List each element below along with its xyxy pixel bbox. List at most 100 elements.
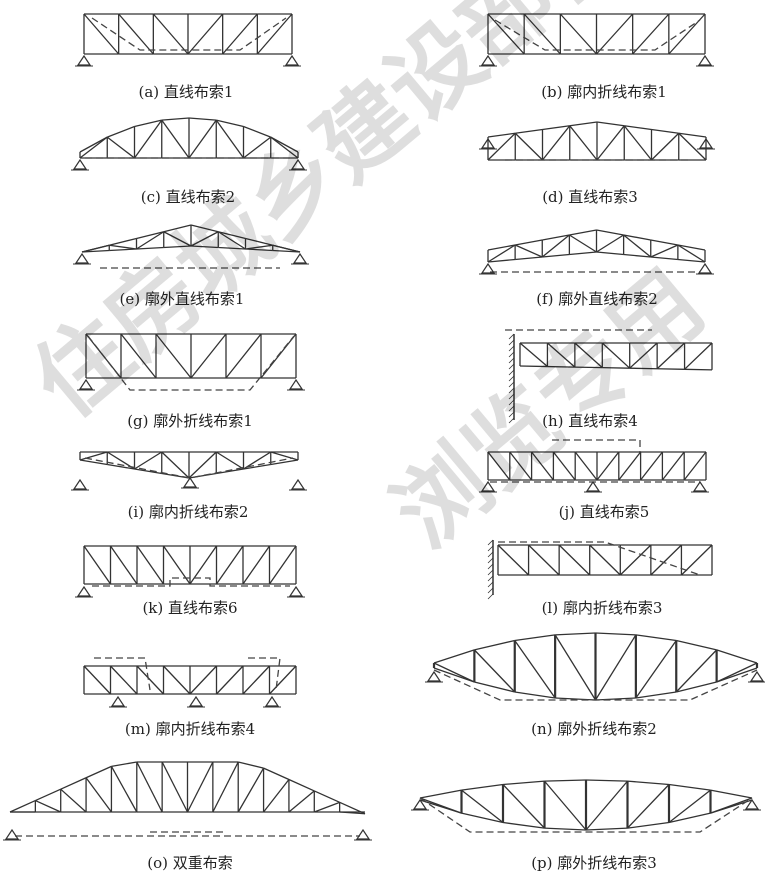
diagonal-member bbox=[574, 342, 603, 369]
diagonal-member bbox=[618, 451, 642, 481]
diagonal-member bbox=[245, 244, 273, 250]
top-chord bbox=[635, 634, 677, 642]
support-triangle bbox=[78, 378, 94, 390]
top-chord bbox=[515, 239, 543, 246]
diagonal-member bbox=[242, 545, 271, 585]
top-chord bbox=[651, 128, 679, 134]
support-triangle bbox=[480, 137, 496, 149]
bottom-chord bbox=[502, 821, 545, 829]
panel-caption-k: (k) 直线布索6 bbox=[142, 599, 237, 617]
bottom-chord bbox=[574, 366, 603, 369]
diagonal-member bbox=[677, 244, 706, 263]
diagonal-member bbox=[109, 244, 137, 250]
top-chord bbox=[461, 783, 504, 791]
diagonal-member bbox=[528, 544, 560, 576]
diagonal-member bbox=[596, 125, 625, 161]
diagonal-member bbox=[502, 784, 545, 829]
top-chord bbox=[190, 224, 219, 233]
support-triangle bbox=[744, 798, 760, 810]
top-chord bbox=[668, 783, 711, 791]
bottom-chord bbox=[635, 691, 677, 699]
wall-hatch bbox=[508, 351, 515, 358]
diagonal-member bbox=[635, 640, 677, 699]
diagonal-member bbox=[85, 777, 112, 813]
wall-hatch bbox=[508, 333, 515, 340]
support-triangle bbox=[284, 54, 300, 66]
bottom-chord bbox=[216, 468, 244, 475]
diagonal-member bbox=[594, 634, 637, 701]
support-triangle bbox=[480, 480, 496, 492]
wall-hatch bbox=[508, 375, 515, 382]
bottom-chord bbox=[136, 246, 164, 250]
diagonal-member bbox=[629, 342, 658, 369]
bottom-chord bbox=[627, 821, 670, 829]
support-triangle bbox=[188, 695, 204, 707]
diagonal-member bbox=[81, 244, 110, 253]
diagonal-member bbox=[190, 333, 227, 379]
diagonal-member bbox=[186, 761, 214, 813]
diagonal-member bbox=[589, 544, 621, 576]
diagonal-member bbox=[35, 799, 61, 813]
top-chord bbox=[596, 229, 624, 236]
diagonal-member bbox=[152, 13, 189, 55]
diagonal-member bbox=[60, 788, 87, 813]
diagonal-member bbox=[559, 13, 597, 55]
top-chord bbox=[79, 136, 108, 153]
panel-caption-g: (g) 廓外折线布索1 bbox=[127, 412, 253, 430]
panel-caption-d: (d) 直线布索3 bbox=[542, 188, 638, 206]
prestress-cable bbox=[494, 19, 701, 51]
wall-hatch bbox=[487, 551, 494, 558]
top-chord bbox=[514, 634, 556, 642]
wall-hatch bbox=[487, 569, 494, 576]
diagonal-member bbox=[544, 780, 587, 831]
bottom-chord bbox=[602, 366, 630, 369]
wall-hatch bbox=[508, 369, 515, 376]
diagonal-member bbox=[270, 136, 299, 159]
top-chord bbox=[487, 244, 516, 251]
diagonal-member bbox=[656, 342, 686, 370]
diagonal-member bbox=[314, 801, 340, 813]
support-triangle bbox=[412, 798, 428, 810]
diagonal-member bbox=[339, 811, 366, 815]
diagonal-member bbox=[574, 451, 598, 481]
diagonal-member bbox=[433, 662, 475, 683]
diagonal-member bbox=[189, 545, 218, 585]
wall-hatch bbox=[487, 557, 494, 564]
top-chord bbox=[243, 125, 271, 138]
top-chord bbox=[624, 125, 652, 131]
bottom-chord bbox=[107, 463, 135, 470]
prestress-cable bbox=[87, 335, 295, 391]
bottom-chord bbox=[555, 697, 596, 701]
support-triangle bbox=[292, 252, 308, 264]
panel-caption-j: (j) 直线布索5 bbox=[559, 503, 650, 521]
support-triangle bbox=[72, 158, 88, 170]
prestress-cable bbox=[248, 657, 281, 691]
wall-hatch bbox=[508, 405, 515, 412]
bottom-chord bbox=[668, 812, 711, 824]
diagonal-member bbox=[541, 125, 571, 161]
diagonal-member bbox=[651, 132, 680, 161]
top-chord bbox=[596, 121, 625, 127]
top-chord bbox=[218, 231, 246, 240]
prestress-cable bbox=[94, 657, 151, 691]
support-triangle bbox=[585, 480, 601, 492]
bottom-chord bbox=[81, 249, 110, 253]
wall-hatch bbox=[508, 387, 515, 394]
support-triangle bbox=[76, 54, 92, 66]
wall-hatch bbox=[487, 563, 494, 570]
panel-caption-h: (h) 直线布索4 bbox=[542, 412, 638, 430]
diagonal-member bbox=[288, 790, 315, 813]
diagonal-member bbox=[569, 234, 597, 253]
bottom-chord bbox=[596, 251, 624, 256]
bottom-chord bbox=[569, 251, 597, 256]
top-chord bbox=[678, 132, 707, 138]
support-triangle bbox=[697, 54, 713, 66]
diagonal-member bbox=[268, 545, 297, 585]
bottom-chord bbox=[595, 697, 636, 701]
diagonal-member bbox=[133, 119, 163, 159]
bottom-chord bbox=[218, 246, 246, 250]
bottom-chord bbox=[684, 368, 713, 371]
diagonal-member bbox=[222, 13, 258, 55]
top-chord bbox=[595, 632, 636, 636]
diagonal-member bbox=[523, 13, 561, 55]
